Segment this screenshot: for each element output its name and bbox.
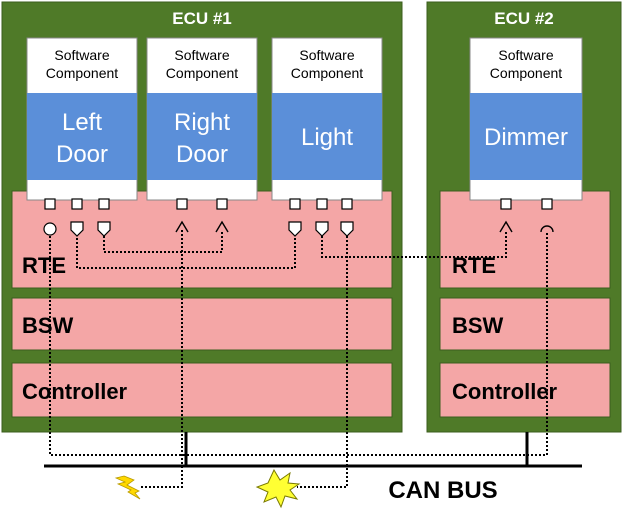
ecu-2-bsw-label: BSW [452, 313, 504, 338]
can-bus-label: CAN BUS [388, 477, 497, 504]
port-circle [43, 222, 57, 236]
ecu-2-title: ECU #2 [494, 9, 554, 28]
swc-name-line1: Dimmer [484, 124, 568, 151]
swc-right-door[interactable]: Software Component Right Door [146, 37, 258, 201]
lightning-icon [114, 475, 141, 500]
port-required [215, 220, 229, 233]
swc-name-line1: Left [62, 109, 102, 136]
port-square [289, 198, 301, 210]
swc-name-line1: Light [301, 124, 353, 151]
port-square [98, 198, 110, 210]
swc-caption-line1: Software [299, 47, 354, 63]
port-square [71, 198, 83, 210]
swc-name-line2: Door [176, 141, 228, 168]
can-bus: CAN BUS [44, 432, 582, 504]
swc-dimmer-body [470, 93, 582, 180]
port-square [176, 198, 188, 210]
swc-caption-line2: Component [166, 65, 238, 81]
swc-right-door-body [147, 93, 257, 180]
ecu-2-controller-layer [439, 362, 611, 418]
ports [43, 198, 553, 237]
swc-left-door[interactable]: Software Component Left Door [26, 37, 138, 201]
swc-caption-line1: Software [498, 47, 553, 63]
port-provided [70, 221, 84, 237]
port-provided [288, 221, 302, 237]
port-provided [340, 221, 354, 237]
connection-leftdoor-rightdoor [103, 230, 223, 253]
port-provided [315, 221, 329, 237]
swc-name-line1: Right [174, 109, 230, 136]
port-connections [49, 230, 548, 488]
port-square [541, 198, 553, 210]
port-square [216, 198, 228, 210]
swc-dimmer[interactable]: Software Component Dimmer [469, 37, 583, 201]
ecu-1-controller-layer [11, 362, 393, 418]
ecu-1-title: ECU #1 [172, 9, 232, 28]
ecu-1-rte-layer [11, 190, 393, 289]
ecu-1-bsw-layer [11, 297, 393, 351]
swc-left-door-body [27, 93, 137, 180]
port-required-round [540, 225, 554, 233]
ecu-2-controller-label: Controller [452, 379, 558, 404]
connection-leftdoor-light [76, 234, 296, 269]
swc-name-line2: Door [56, 141, 108, 168]
ecu-2-bsw-layer [439, 297, 611, 351]
port-square [44, 198, 56, 210]
port-provided [97, 221, 111, 237]
connection-light-lamp [297, 236, 348, 488]
required-ports [175, 220, 554, 233]
swc-caption-line2: Component [490, 65, 562, 81]
swc-caption-line1: Software [174, 47, 229, 63]
connection-light-dimmer [321, 230, 507, 258]
connection-leftdoor-can-dimmer [49, 232, 548, 456]
port-square [316, 198, 328, 210]
port-required [499, 220, 513, 233]
port-required [175, 220, 189, 233]
swc-light[interactable]: Software Component Light [271, 37, 383, 201]
port-square [500, 198, 512, 210]
spark-icon [255, 468, 301, 509]
swc-light-body [272, 93, 382, 180]
port-square [341, 198, 353, 210]
ecu-2: ECU #2 RTE BSW Controller [426, 1, 622, 433]
swc-caption-line1: Software [54, 47, 109, 63]
ecu-1-controller-label: Controller [22, 379, 128, 404]
ecu-1-bsw-label: BSW [22, 313, 74, 338]
connection-rightdoor-switch [140, 230, 183, 488]
swc-caption-line2: Component [291, 65, 363, 81]
ecu-1-rte-label: RTE [22, 253, 66, 278]
swc-caption-line2: Component [46, 65, 118, 81]
